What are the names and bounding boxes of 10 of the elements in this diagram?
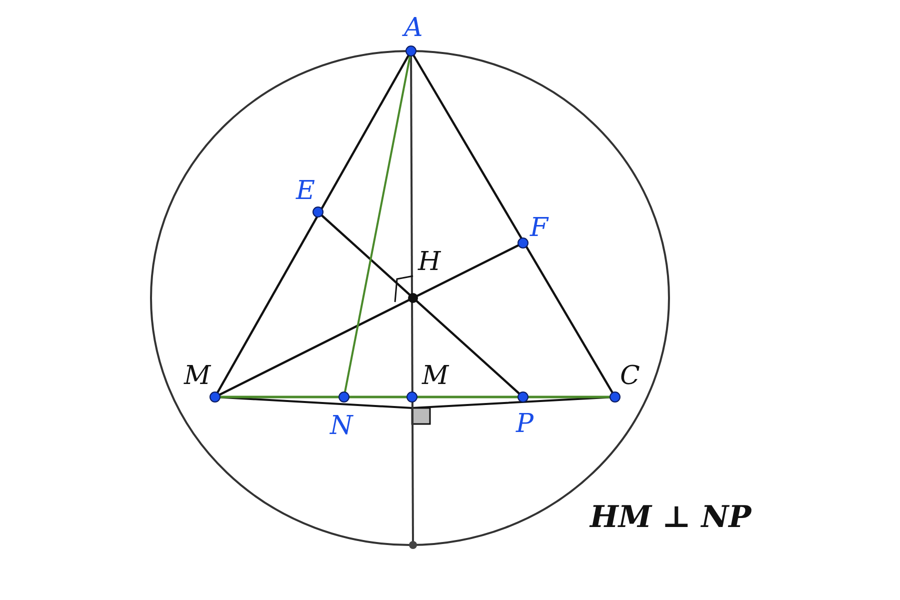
point-label: H xyxy=(418,247,441,277)
point-label: C xyxy=(620,361,640,391)
point-label: P xyxy=(516,409,534,439)
point-label: F xyxy=(530,213,548,243)
statement-text: HM ⊥ NP xyxy=(590,500,752,536)
point-label: N xyxy=(330,411,353,441)
point-label: M xyxy=(422,361,449,391)
point-label: A xyxy=(404,13,423,43)
point-label: E xyxy=(296,176,315,206)
point-label: M xyxy=(184,361,211,391)
